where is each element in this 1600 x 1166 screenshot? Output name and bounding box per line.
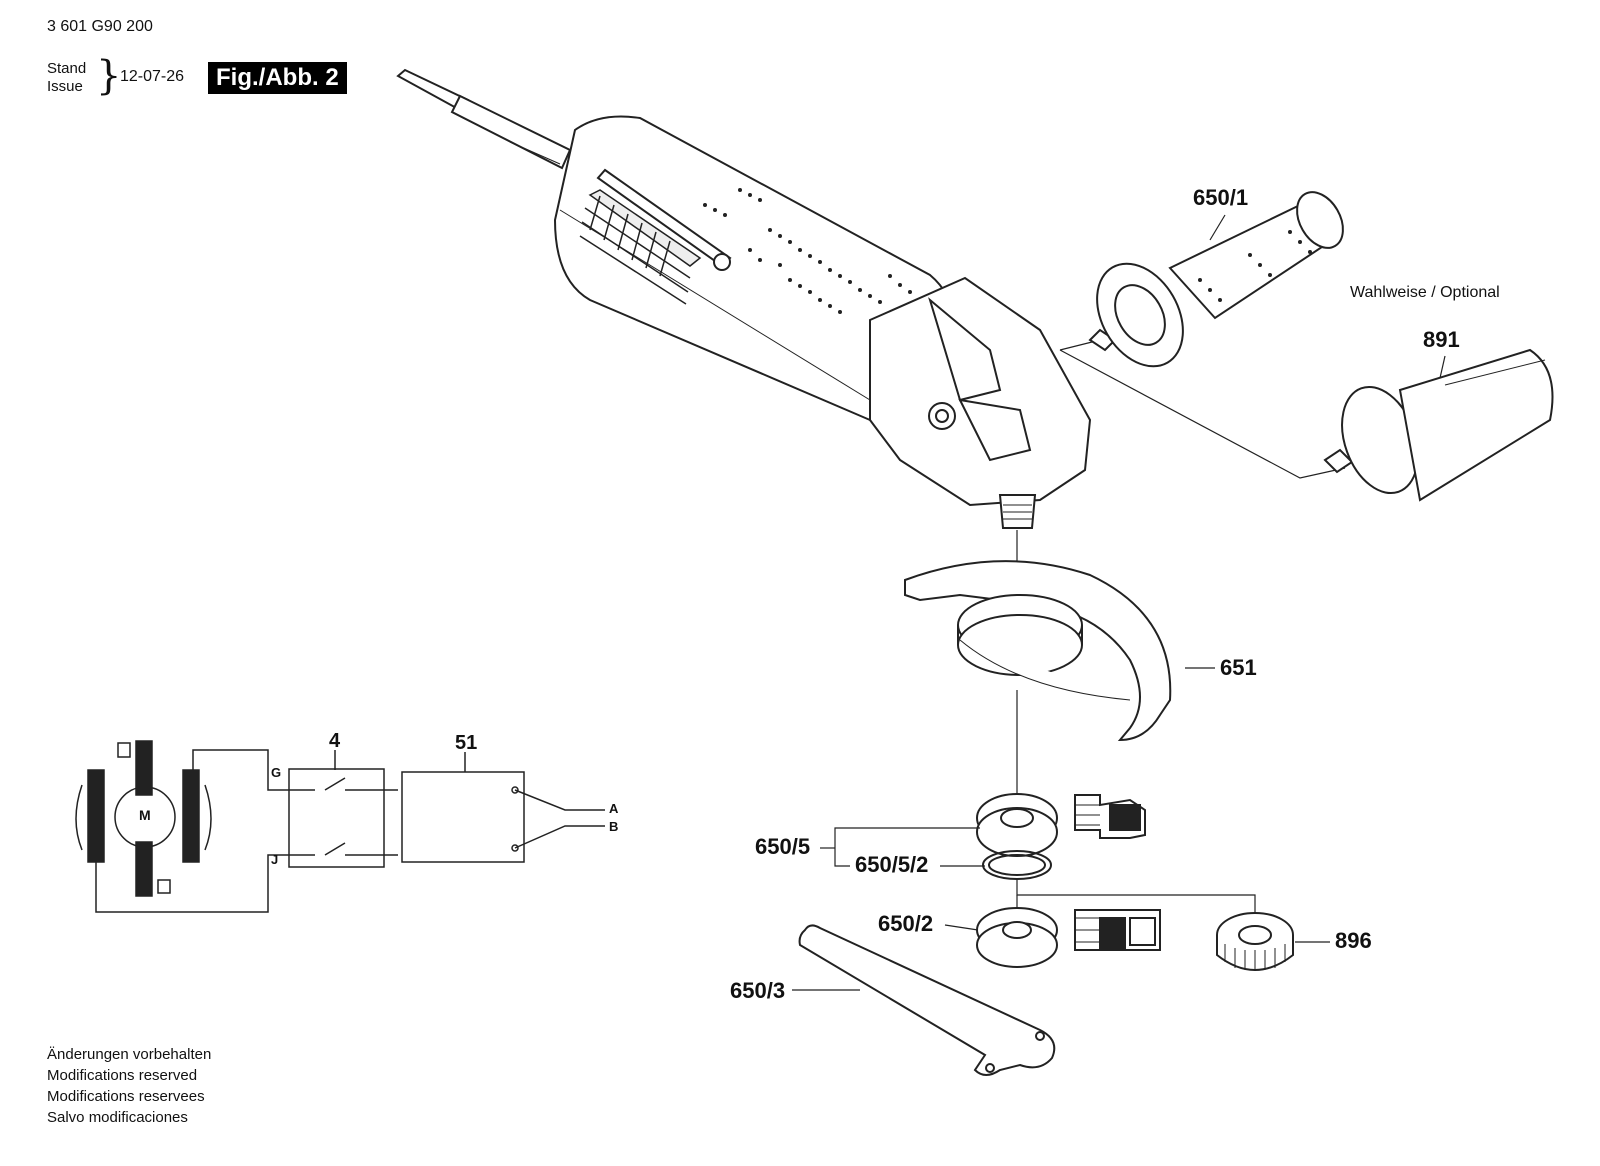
mounting-flange-650-2 — [976, 907, 1161, 968]
switch-part-label: 4 — [329, 730, 341, 752]
module-part-label: 51 — [455, 732, 478, 754]
clamping-flange-650-5 — [976, 793, 1146, 857]
part-label-650-3: 650/3 — [730, 978, 786, 1003]
auxiliary-handle-650-1 — [1088, 191, 1344, 368]
two-pin-spanner-650-3 — [798, 924, 1056, 1076]
issue-label: Issue — [47, 78, 83, 95]
footer-line-de: Änderungen vorbehalten — [47, 1046, 212, 1063]
part-label-896: 896 — [1335, 928, 1372, 953]
grip-texture — [703, 188, 912, 314]
wiring-diagram — [75, 740, 605, 913]
optional-handle-891 — [1323, 348, 1554, 502]
vent-slots — [579, 189, 702, 305]
document-number: 3 601 G90 200 — [47, 18, 153, 35]
output-b-label: B — [609, 819, 619, 834]
footer-line-fr: Modifications reservees — [47, 1088, 205, 1105]
o-ring-650-5-2 — [982, 850, 1052, 880]
quick-clamping-nut-896 — [1216, 912, 1294, 971]
terminal-g-label: G — [271, 765, 282, 780]
output-a-label: A — [609, 801, 619, 816]
part-label-650-2: 650/2 — [878, 911, 934, 936]
stand-label: Stand — [47, 60, 87, 77]
figure-label: Fig./Abb. 2 — [208, 62, 347, 94]
part-label-650-5-2: 650/5/2 — [855, 852, 929, 877]
protection-guard-651 — [904, 560, 1172, 742]
part-label-891: 891 — [1423, 327, 1460, 352]
part-label-650-1: 650/1 — [1193, 185, 1249, 210]
part-label-651: 651 — [1220, 655, 1257, 680]
optional-label: Wahlweise / Optional — [1350, 284, 1500, 301]
leader-lines — [792, 214, 1446, 991]
angle-grinder — [396, 68, 1092, 529]
footer-line-es: Salvo modificaciones — [47, 1109, 188, 1126]
terminal-j-label: J — [271, 852, 279, 867]
motor-label: M — [139, 807, 151, 823]
brace-icon: } — [96, 53, 122, 99]
assembly-lines — [1016, 339, 1346, 930]
part-label-650-5: 650/5 — [755, 834, 811, 859]
issue-date: 12-07-26 — [120, 68, 185, 85]
footer-line-en: Modifications reserved — [47, 1067, 198, 1084]
